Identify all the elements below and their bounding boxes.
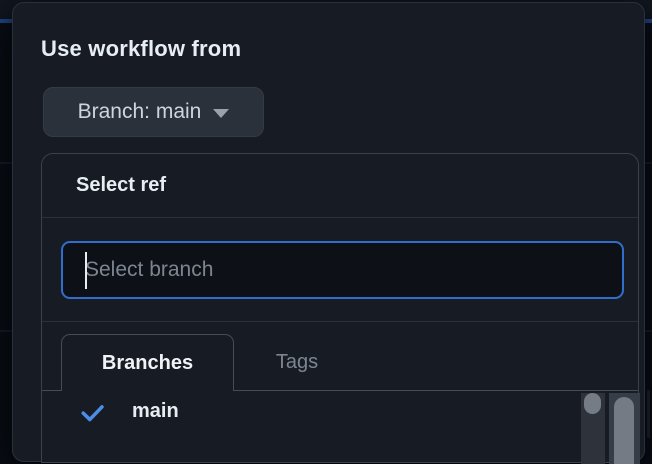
ref-filter-section bbox=[42, 218, 638, 322]
run-workflow-popover: Use workflow from Branch: main Select re… bbox=[12, 2, 645, 464]
list-scrollbar-thumb[interactable] bbox=[584, 393, 601, 414]
branch-selector-button[interactable]: Branch: main bbox=[43, 87, 264, 137]
branch-filter-input[interactable] bbox=[61, 241, 624, 299]
select-ref-title: Select ref bbox=[76, 174, 167, 196]
panel-scrollbar-track[interactable] bbox=[609, 393, 640, 464]
tab-tags[interactable]: Tags bbox=[234, 334, 360, 390]
list-scrollbar-track[interactable] bbox=[581, 393, 605, 464]
ref-type-tabs: Branches Tags bbox=[42, 334, 638, 391]
text-cursor bbox=[85, 252, 87, 289]
branch-list: main bbox=[42, 391, 638, 439]
tab-branches[interactable]: Branches bbox=[61, 334, 234, 391]
tab-branches-label: Branches bbox=[101, 351, 194, 374]
select-ref-panel: Select ref Branches Tags main bbox=[41, 153, 640, 464]
panel-scrollbar-thumb[interactable] bbox=[614, 397, 634, 464]
use-workflow-from-heading: Use workflow from bbox=[41, 36, 242, 61]
triangle-down-icon bbox=[213, 109, 230, 118]
check-icon bbox=[81, 405, 104, 422]
branch-name: main bbox=[132, 400, 179, 422]
page-scrollbar[interactable] bbox=[647, 390, 650, 438]
tab-tags-label: Tags bbox=[275, 350, 319, 373]
branch-selector-label: Branch: main bbox=[77, 100, 202, 123]
select-ref-header: Select ref bbox=[42, 154, 638, 218]
branch-row-main[interactable]: main bbox=[42, 391, 638, 439]
